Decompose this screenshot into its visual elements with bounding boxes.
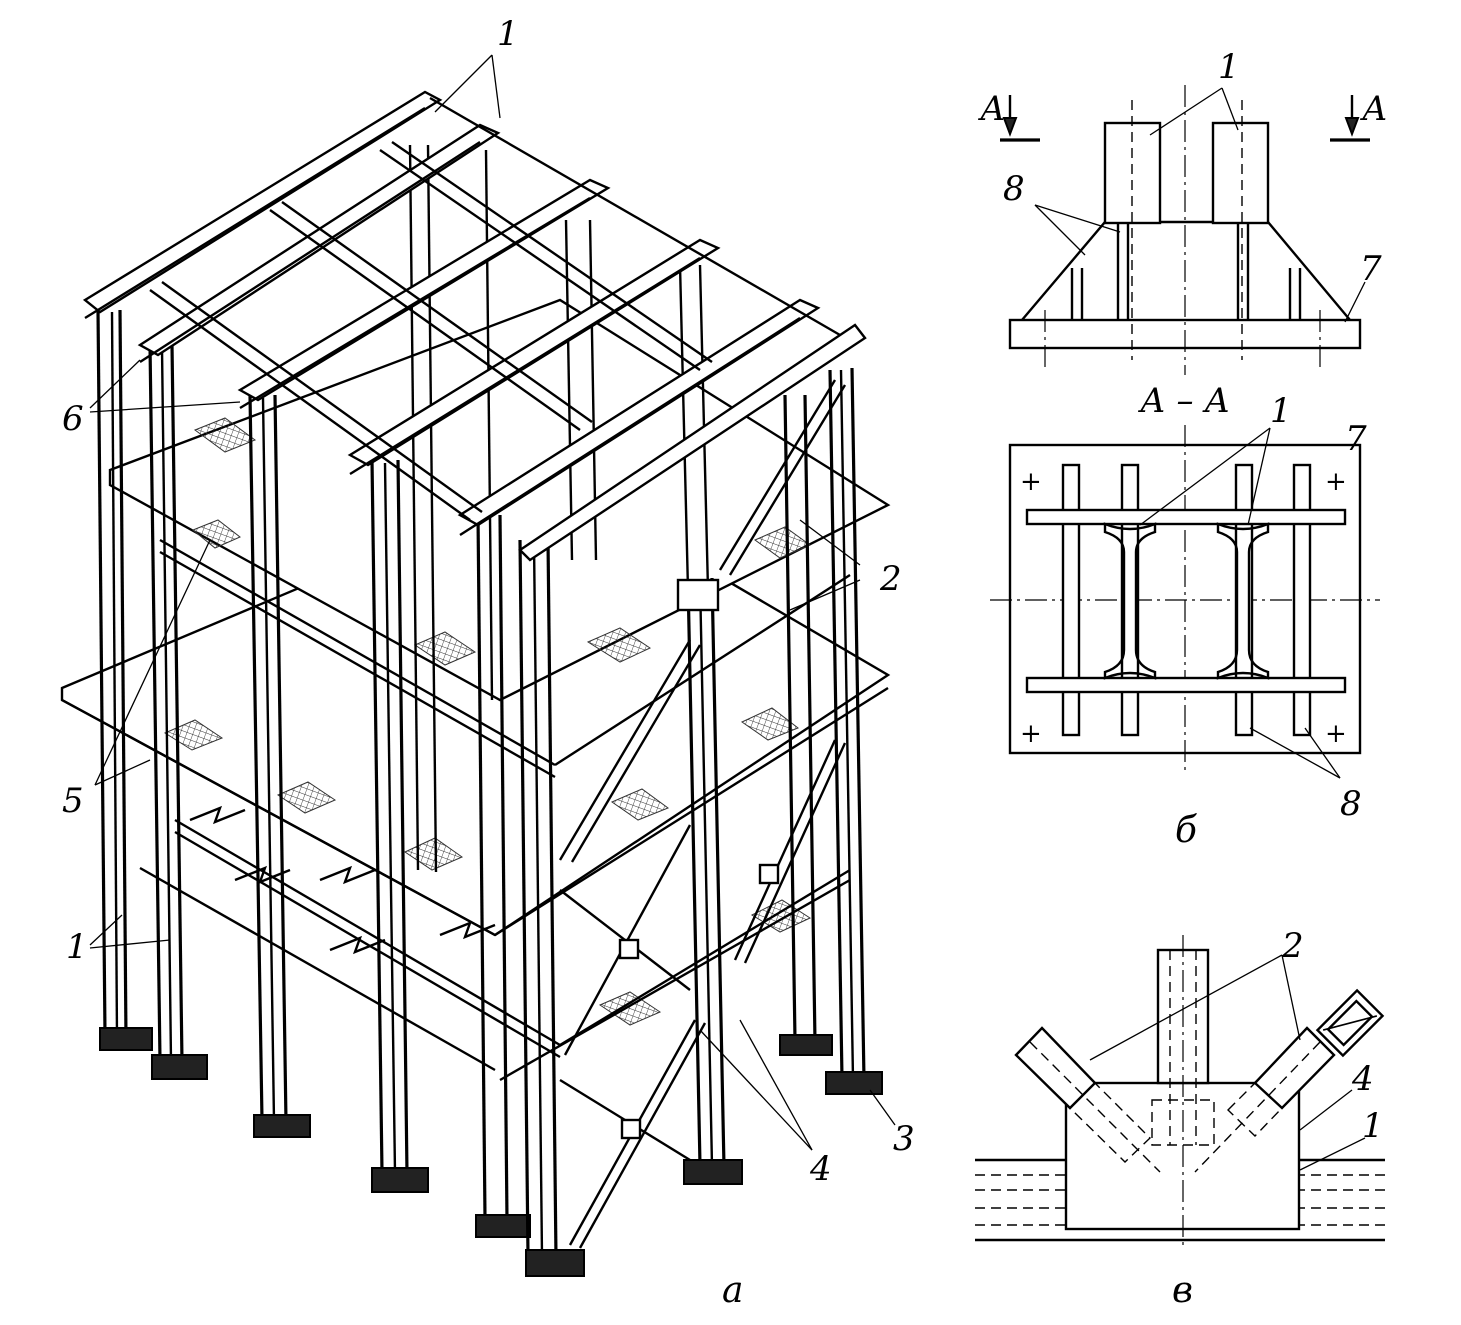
traverse-bottom [1025, 676, 1347, 694]
base-plate [151, 1054, 208, 1080]
caption-v: в [1172, 1270, 1193, 1311]
svg-text:+: + [1020, 467, 1042, 497]
panel-a-frame-drawing: 1 2 3 4 5 6 1 а [60, 14, 915, 1311]
bracing-gusset [618, 938, 640, 960]
base-plate [525, 1249, 585, 1277]
rib [1061, 463, 1081, 737]
base-plate [475, 1214, 531, 1238]
horizontal-beams [139, 538, 851, 1082]
callout-1-plan: 1 [1270, 391, 1292, 431]
panel-b-plan-drawing: + + + + 1 7 8 б [990, 391, 1380, 851]
caption-b: б [1175, 810, 1198, 851]
column-section-right [1216, 522, 1270, 680]
svg-text:+: + [1325, 719, 1347, 749]
base-plate [253, 1114, 311, 1138]
bracing-gusset [758, 863, 780, 885]
base-plate [825, 1071, 883, 1095]
traverse-top [1025, 508, 1347, 526]
callout-4: 4 [809, 1149, 832, 1189]
callout-4-node: 4 [1351, 1059, 1374, 1099]
brace-section [1315, 988, 1385, 1058]
callout-2: 2 [879, 559, 902, 599]
svg-text:+: + [1325, 467, 1347, 497]
callout-3: 3 [893, 1119, 915, 1159]
diagonal-bracing [558, 379, 847, 1249]
panel-v-node-drawing: 2 4 1 в [975, 926, 1385, 1311]
base-plate [779, 1034, 833, 1056]
bracing-gusset [620, 1118, 642, 1140]
section-title: А – А [1138, 381, 1230, 421]
callout-8-plan: 8 [1340, 784, 1362, 824]
callout-7-plan: 7 [1345, 419, 1367, 459]
base-plate [371, 1167, 429, 1193]
callout-6: 6 [62, 399, 84, 439]
base-plate [683, 1159, 743, 1185]
section-mark-right: А [1360, 89, 1388, 129]
callout-7-elevation: 7 [1360, 249, 1382, 289]
callout-2-node: 2 [1281, 926, 1304, 966]
base-plate [99, 1027, 153, 1051]
section-mark-left: А [978, 89, 1006, 129]
column-section-left [1103, 522, 1157, 680]
column-branch-right [1211, 121, 1270, 225]
callout-1-bottom: 1 [66, 927, 88, 967]
callout-5: 5 [62, 781, 84, 821]
callout-1-elevation: 1 [1218, 47, 1240, 87]
rib [1120, 463, 1140, 737]
base-elevation-drawing: 1 8 7 А А А – А [978, 47, 1388, 421]
panel-a-leaders [89, 54, 896, 1151]
roof-cross-beams [149, 96, 841, 521]
caption-a: а [722, 1270, 743, 1311]
roof-girders [82, 90, 867, 562]
callout-1-node: 1 [1362, 1106, 1384, 1146]
bracing-gusset [676, 578, 720, 612]
grating-patches [163, 417, 812, 1026]
stair-details [189, 805, 496, 955]
rib [1292, 463, 1312, 737]
callout-8-elevation: 8 [1003, 169, 1025, 209]
svg-text:+: + [1020, 719, 1042, 749]
callout-1-top: 1 [497, 14, 519, 54]
columns [96, 144, 883, 1277]
